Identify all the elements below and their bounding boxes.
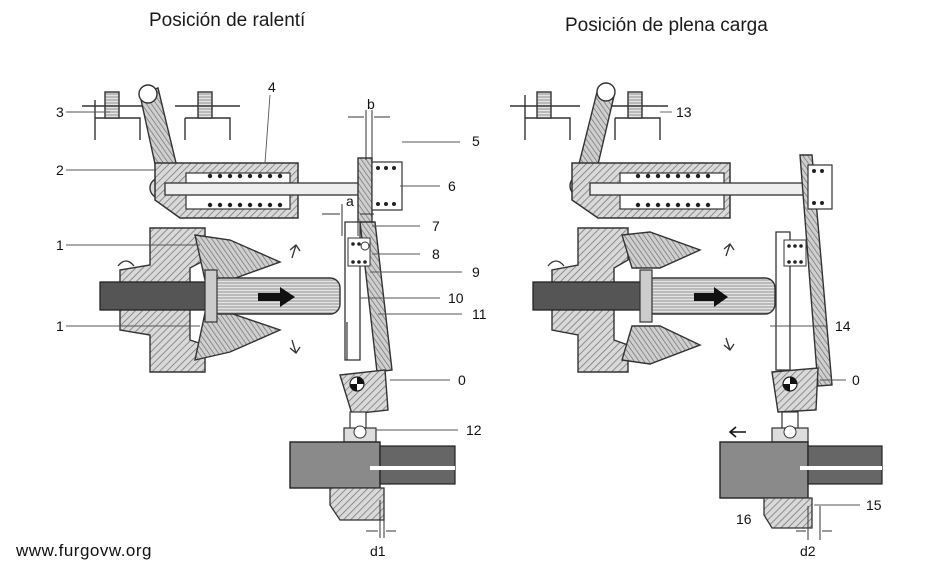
- full-control-rack: [719, 411, 883, 540]
- label-10: 10: [448, 290, 464, 306]
- label-0-idle: 0: [458, 372, 466, 388]
- label-1-upper: 1: [56, 237, 64, 253]
- full-load-position-title: Posición de plena carga: [565, 15, 768, 36]
- idle-control-rack: [289, 411, 456, 538]
- label-2: 2: [56, 162, 64, 178]
- label-9: 9: [472, 264, 480, 280]
- idle-spring-housing: [154, 162, 381, 219]
- idle-leader-lines: [66, 94, 462, 431]
- label-7: 7: [432, 218, 440, 234]
- label-d1: d1: [370, 543, 386, 559]
- full-leader-lines: [660, 111, 860, 506]
- full-load-assembly: 13 14 0 15 16 d2: [510, 82, 883, 559]
- label-16: 16: [736, 511, 752, 527]
- label-b: b: [367, 96, 375, 112]
- label-8: 8: [432, 246, 440, 262]
- idle-stop-brackets: [82, 91, 240, 140]
- label-13: 13: [676, 104, 692, 120]
- label-0-full: 0: [852, 372, 860, 388]
- label-11: 11: [472, 306, 487, 322]
- label-12: 12: [466, 422, 482, 438]
- idle-position-title: Posición de ralentí: [149, 10, 306, 31]
- idle-dimension-lines: [322, 110, 390, 236]
- idle-flyweight-carrier: [99, 227, 341, 373]
- label-5: 5: [472, 133, 480, 149]
- label-1-lower: 1: [56, 318, 64, 334]
- full-lever-system: [771, 231, 819, 413]
- label-d2: d2: [800, 543, 816, 559]
- idle-assembly: 3 2 4 b 5 6 a 7 8 9 10 11 1 1 0 12 d1: [56, 79, 487, 559]
- label-15: 15: [866, 497, 882, 513]
- full-flyweight-carrier: [532, 227, 776, 373]
- full-stop-brackets: [510, 91, 668, 140]
- label-a: a: [346, 193, 354, 209]
- site-watermark: www.furgovw.org: [16, 541, 152, 560]
- full-spring-5: [799, 154, 833, 387]
- label-3: 3: [56, 104, 64, 120]
- full-spring-housing: [571, 162, 806, 219]
- idle-spring-5: [357, 157, 403, 229]
- label-14: 14: [835, 318, 851, 334]
- idle-lever-system: [339, 221, 393, 415]
- label-6: 6: [448, 178, 456, 194]
- label-4: 4: [268, 79, 276, 95]
